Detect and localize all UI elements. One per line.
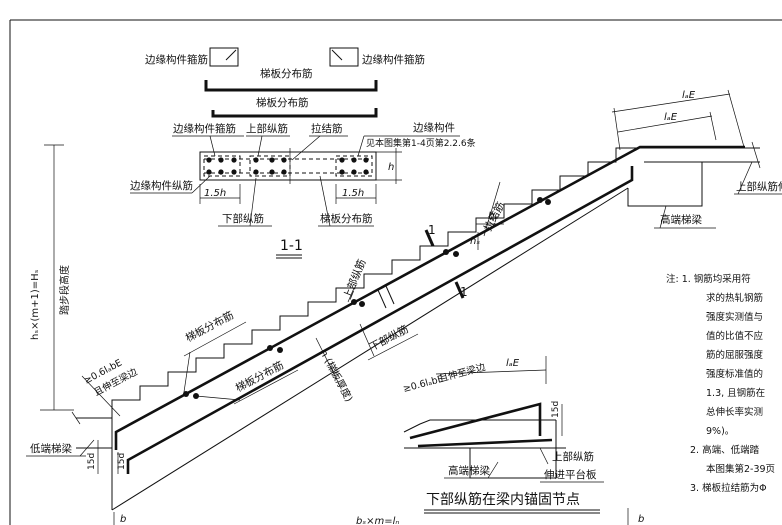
dist-bar-shape [211, 108, 378, 118]
note-line: 注: 1. 钢筋均采用符 [666, 273, 751, 285]
high-beam-label: 高端梯梁 [660, 213, 702, 226]
top-rebar-line [114, 145, 745, 450]
edge-long-bar-label: 边缘构件纵筋 [130, 179, 193, 192]
lae-label: lₐE [664, 112, 678, 123]
low-beam-label: 低端梯梁 [30, 442, 72, 455]
stirrup-icon [209, 47, 239, 67]
section-cut-mark: 1 1 [424, 223, 468, 299]
bend-15d-label: 15d [87, 453, 97, 470]
step-height-label: hₛ [470, 236, 480, 247]
cut-label: 1 [428, 223, 436, 237]
bend-15d-label: 15d [117, 453, 127, 470]
detail-extend-label: 伸进平台板 [544, 468, 597, 481]
step-width-label: bₛ [488, 211, 498, 222]
tie-bar-label: 拉结筋 [311, 122, 343, 135]
detail-top-long-label: 上部纵筋 [552, 450, 594, 463]
span-length-label: bₛ×m=lₙ [356, 516, 399, 525]
note-line: 求的热轧钢筋 [706, 292, 763, 304]
edge-stirrup-label: 边缘构件箍筋 [362, 53, 425, 66]
edge-stirrup-label: 边缘构件箍筋 [173, 122, 236, 135]
detail-lae-label: lₐE [506, 358, 520, 369]
detail-rebar [409, 402, 542, 440]
bottom-rebar-line [126, 166, 634, 474]
slab-thickness-label: h (梯板厚度) [317, 347, 355, 404]
stair-elevation: hₛ×(m+1)=Hₛ 踏步段高度 [26, 89, 782, 525]
note-line: 筋的屈服强度 [706, 349, 764, 361]
note-line: 9%)。 [706, 426, 734, 437]
note-line: 1.3, 且钢筋在 [706, 387, 765, 399]
beam-width-label: b [120, 514, 126, 525]
note-line: 本图集第2-39页 [706, 463, 775, 475]
detail-15d-label: 15d [551, 401, 561, 418]
notes-block: 注: 1. 钢筋均采用符 求的热轧钢筋 强度实测值与 值的比值不应 筋的屈服强度… [666, 273, 775, 494]
detail-title: 下部纵筋在梁内锚固节点 [426, 491, 580, 508]
lae-label: lₐE [682, 90, 696, 101]
detail-anchor-note: 且伸至梁边 [438, 361, 487, 385]
drawing-frame [9, 19, 782, 525]
beam-width-label: b [638, 514, 644, 525]
note-line: 2. 高端、低端踏 [690, 444, 760, 456]
step-profile [111, 147, 644, 418]
note-line: 3. 梯板拉结筋为Φ [690, 482, 767, 494]
dist-bar-label: 梯板分布筋 [256, 96, 309, 109]
dim-1-5h: 1.5h [204, 188, 226, 199]
edge-member-label: 边缘构件 [413, 121, 455, 134]
note-line: 强度标准值的 [706, 368, 763, 380]
edge-member-ref: 见本图集第1-4页第2.2.6条 [366, 137, 476, 149]
dist-bar-label: 梯板分布筋 [320, 212, 373, 225]
bottom-long-bar-label: 下部纵筋 [222, 212, 264, 225]
height-formula: hₛ×(m+1)=Hₛ [30, 269, 41, 340]
anchorage-detail: lₐE ≥0.6lₐbE 且伸至梁边 15d 上部纵筋 伸进平台板 高端梯梁 下… [402, 356, 604, 514]
slab-section [199, 148, 377, 184]
section-title: 1-1 [280, 238, 303, 254]
detail-high-beam-label: 高端梯梁 [448, 464, 490, 477]
dim-1-5h: 1.5h [342, 188, 364, 199]
note-line: 总伸长率实测 [706, 406, 763, 418]
dist-bar-label: 梯板分布筋 [260, 67, 313, 80]
dist-bar-shape [204, 80, 378, 92]
height-label: 踏步段高度 [58, 265, 71, 315]
distribution-bar-marks [183, 197, 551, 399]
edge-stirrup-label: 边缘构件箍筋 [145, 53, 208, 66]
note-line: 值的比值不应 [706, 330, 764, 342]
dist-bar-label: 梯板分布筋 [183, 309, 235, 345]
note-line: 强度实测值与 [706, 311, 763, 323]
thickness-dim: h [388, 162, 394, 173]
stirrup-icon [329, 47, 359, 67]
cut-label: 1 [460, 285, 468, 299]
section-1-1: 边缘构件箍筋 边缘构件箍筋 梯板分布筋 梯板分布筋 边缘构件箍筋 上部纵筋 拉结… [130, 47, 476, 259]
top-long-bar-label: 上部纵筋 [246, 122, 288, 135]
